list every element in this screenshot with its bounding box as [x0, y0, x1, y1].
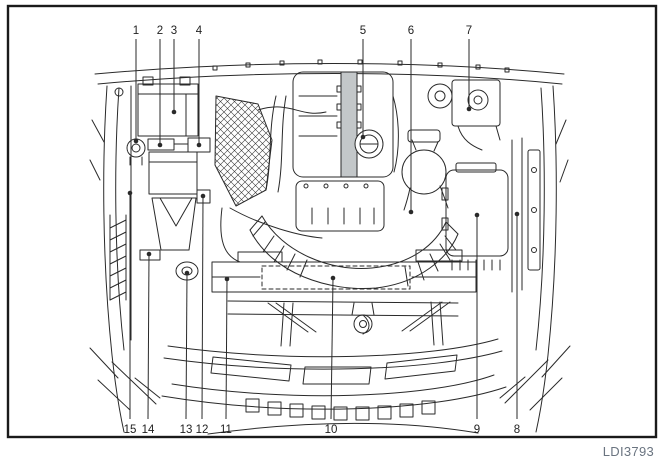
callout-14-number: 14: [142, 424, 155, 436]
callout-12-number: 12: [196, 424, 209, 436]
callout-7-number: 7: [466, 25, 472, 37]
callout-4-number: 4: [196, 25, 203, 37]
callout-11-leader-line: [225, 278, 228, 420]
callout-8-number: 8: [514, 424, 520, 436]
engine-bay-illustration: [89, 59, 571, 435]
air-cleaner-box: [441, 162, 509, 271]
engine-lower-cover: [295, 180, 385, 232]
oil-filler-cap: [354, 129, 384, 159]
left-reservoir-boxes: [139, 137, 211, 281]
dashed-label-area: [261, 265, 411, 290]
left-fender-rail: [89, 85, 132, 433]
callout-12-leader-line: [201, 195, 204, 420]
callout-8-dot: [514, 211, 520, 217]
hood-latch: [351, 302, 375, 335]
callout-5-dot: [360, 134, 366, 140]
cowl-bolts: [212, 59, 510, 73]
figure-code: LDI3793: [603, 444, 654, 459]
callout-10-dot: [330, 275, 336, 281]
air-intake-hose: [249, 215, 459, 290]
callout-11-dot: [224, 276, 230, 282]
brake-fluid-reservoir: [427, 79, 501, 151]
front-grille: [161, 338, 507, 435]
callout-15-number: 15: [124, 424, 137, 436]
bumper-corner-creases: [89, 345, 571, 411]
callout-9-dot: [474, 212, 480, 218]
cowl-lower-line: [97, 73, 563, 85]
callout-5-number: 5: [360, 25, 366, 37]
callout-2-dot: [157, 142, 163, 148]
diagram-frame: [6, 4, 658, 439]
callout-10-leader-line: [330, 277, 334, 420]
callout-3-number: 3: [171, 25, 177, 37]
engine-valve-cover: [292, 71, 399, 178]
callout-1-dot: [133, 138, 139, 144]
intake-resonator: [401, 129, 449, 211]
callout-14-dot: [146, 251, 152, 257]
callout-13-number: 13: [180, 424, 193, 436]
callout-10-number: 10: [325, 424, 338, 436]
callout-2-number: 2: [157, 25, 163, 37]
radiator-core-support: [211, 249, 477, 347]
right-fender-rail: [511, 85, 569, 433]
callout-13-leader-line: [185, 272, 188, 420]
exhaust-heat-shield: [214, 95, 327, 263]
callout-13-dot: [184, 270, 190, 276]
battery: [137, 76, 199, 137]
callout-3-dot: [171, 109, 177, 115]
cowl-upper-line: [94, 63, 565, 75]
callout-6-dot: [408, 209, 414, 215]
callout-6-number: 6: [408, 25, 414, 37]
callout-7-dot: [466, 106, 472, 112]
callout-4-dot: [196, 142, 202, 148]
callout-11-number: 11: [220, 424, 232, 436]
callout-14-leader-line: [147, 253, 150, 420]
callout-1-number: 1: [133, 25, 139, 37]
callout-9-number: 9: [474, 424, 480, 436]
callout-15-dot: [127, 190, 133, 196]
callout-12-dot: [200, 193, 206, 199]
